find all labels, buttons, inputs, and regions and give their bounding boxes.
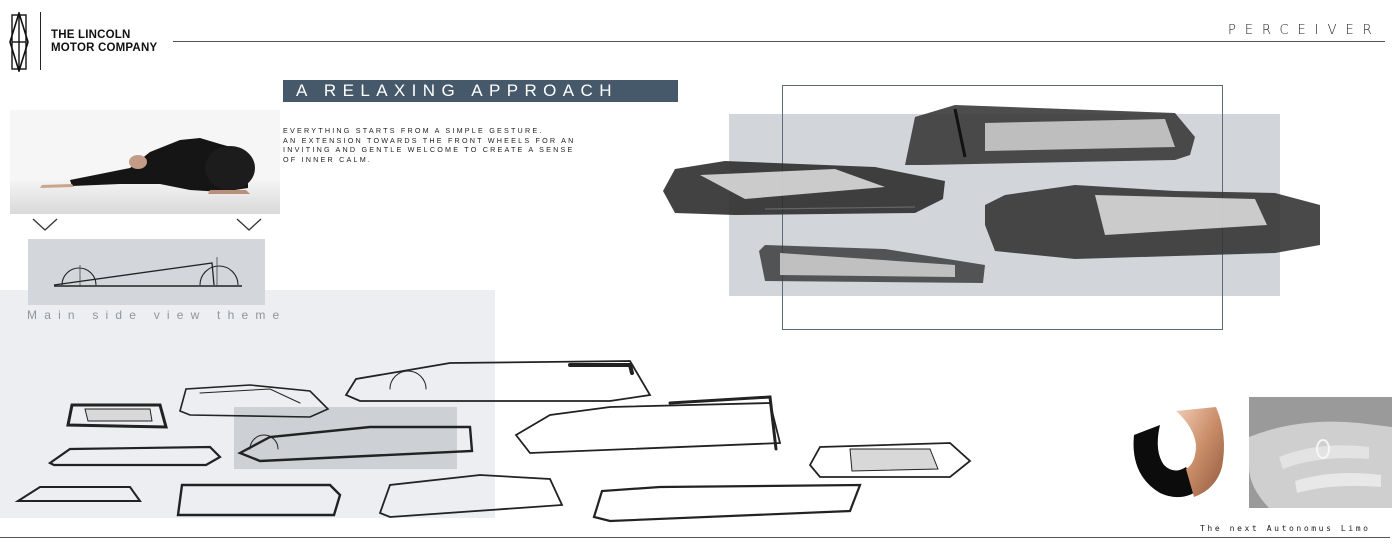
bottom-caption: The next Autonomus Limo: [1200, 524, 1371, 533]
brand-name: THE LINCOLN MOTOR COMPANY: [51, 29, 157, 55]
logo-divider: [40, 12, 41, 70]
theme-label: Main side view theme: [27, 308, 287, 322]
header-rule: [173, 41, 1385, 42]
car-sketch-collection: [14, 360, 972, 523]
side-view-theme-sketch: [53, 257, 242, 287]
sketch-car-right: [985, 185, 1320, 259]
footer-rule: [0, 537, 1390, 538]
intro-text: EVERYTHING STARTS FROM A SIMPLE GESTURE.…: [283, 126, 609, 164]
sketch-car-bottom: [759, 245, 985, 283]
chevron-down-icon: [32, 218, 58, 231]
brand-line-2: MOTOR COMPANY: [51, 42, 158, 54]
page-title: A RELAXING APPROACH: [296, 81, 618, 100]
yoga-pose-photo: [10, 110, 280, 214]
intro-line-3: INVITING AND GENTLE WELCOME TO CREATE A …: [283, 145, 575, 154]
brand-line-1: THE LINCOLN: [51, 29, 131, 41]
sketch-car-left: [663, 161, 945, 215]
project-wordmark: PERCEIVER: [1228, 23, 1381, 38]
feature-car-sketches: [663, 105, 1320, 283]
intro-line-1: EVERYTHING STARTS FROM A SIMPLE GESTURE.: [283, 126, 544, 135]
intro-line-4: OF INNER CALM.: [283, 154, 373, 164]
title-banner: [283, 80, 678, 102]
chevron-down-icon: [236, 218, 262, 231]
lincoln-star-logo-icon: [9, 12, 29, 72]
hand-ring-photo: [1249, 397, 1392, 508]
intro-line-2: AN EXTENSION TOWARDS THE FRONT WHEELS FO…: [283, 135, 576, 145]
copper-ring-render: [1133, 407, 1224, 498]
sketch-car-top: [905, 105, 1195, 165]
